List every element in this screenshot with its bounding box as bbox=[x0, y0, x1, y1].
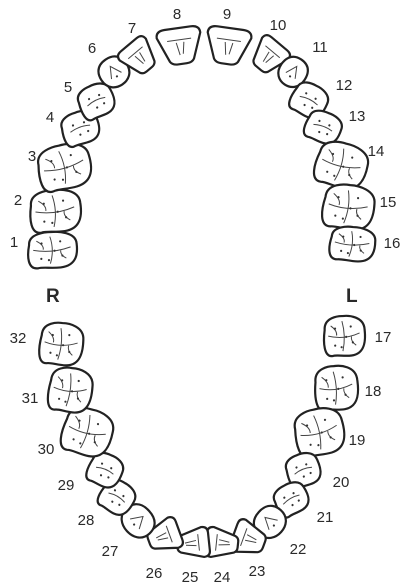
tooth-number-11: 11 bbox=[312, 39, 328, 56]
tooth-number-10: 10 bbox=[270, 17, 287, 34]
tooth-3 bbox=[33, 139, 95, 195]
tooth-number-8: 8 bbox=[173, 6, 181, 23]
left-side-label: L bbox=[346, 286, 358, 307]
tooth-number-12: 12 bbox=[336, 77, 353, 94]
tooth-number-31: 31 bbox=[22, 390, 39, 407]
tooth-17 bbox=[322, 314, 366, 357]
tooth-number-23: 23 bbox=[249, 563, 266, 580]
tooth-2 bbox=[28, 187, 83, 234]
tooth-number-6: 6 bbox=[88, 40, 96, 57]
tooth-number-5: 5 bbox=[64, 79, 72, 96]
tooth-number-27: 27 bbox=[102, 543, 119, 560]
tooth-number-3: 3 bbox=[28, 148, 36, 165]
tooth-number-13: 13 bbox=[349, 108, 366, 125]
tooth-number-29: 29 bbox=[58, 477, 75, 494]
tooth-number-17: 17 bbox=[375, 329, 392, 346]
tooth-32 bbox=[38, 321, 84, 366]
tooth-19 bbox=[290, 404, 349, 461]
tooth-number-19: 19 bbox=[349, 432, 366, 449]
teeth-layer bbox=[27, 25, 377, 560]
tooth-1 bbox=[27, 230, 79, 269]
tooth-number-16: 16 bbox=[384, 235, 401, 252]
right-side-label: R bbox=[46, 286, 60, 307]
tooth-number-25: 25 bbox=[182, 569, 199, 584]
tooth-number-2: 2 bbox=[14, 192, 22, 209]
tooth-9 bbox=[204, 25, 253, 67]
tooth-8 bbox=[156, 25, 205, 67]
tooth-number-9: 9 bbox=[223, 6, 231, 23]
tooth-number-22: 22 bbox=[290, 541, 307, 558]
tooth-number-24: 24 bbox=[214, 569, 231, 584]
tooth-number-7: 7 bbox=[128, 20, 136, 37]
tooth-number-18: 18 bbox=[365, 383, 382, 400]
tooth-number-1: 1 bbox=[10, 234, 18, 251]
tooth-31 bbox=[46, 366, 94, 414]
tooth-number-21: 21 bbox=[317, 509, 334, 526]
tooth-15 bbox=[321, 182, 377, 231]
tooth-number-20: 20 bbox=[333, 474, 350, 491]
tooth-number-26: 26 bbox=[146, 565, 163, 582]
tooth-number-30: 30 bbox=[38, 441, 55, 458]
tooth-16 bbox=[329, 225, 377, 262]
tooth-number-14: 14 bbox=[368, 143, 385, 160]
tooth-number-32: 32 bbox=[10, 330, 27, 347]
tooth-number-28: 28 bbox=[78, 512, 95, 529]
tooth-18 bbox=[312, 364, 360, 412]
tooth-number-4: 4 bbox=[46, 109, 54, 126]
tooth-number-15: 15 bbox=[380, 194, 397, 211]
